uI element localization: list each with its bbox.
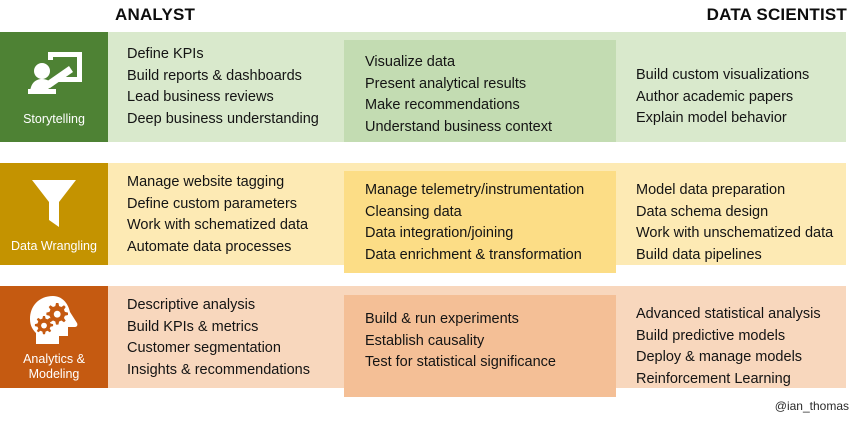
list-item: Cleansing data — [365, 203, 462, 220]
shared-panel-data-wrangling — [344, 171, 616, 273]
list-item: Insights & recommendations — [127, 361, 310, 378]
list-item: Deploy & manage models — [636, 349, 803, 365]
list-item: Build KPIs & metrics — [127, 318, 259, 335]
analyst-list-analytics-modeling: Descriptive analysis Build KPIs & metric… — [127, 295, 310, 381]
funnel-icon — [25, 175, 83, 229]
shared-list-analytics-modeling: Build & run experiments Establish causal… — [365, 309, 556, 374]
list-item: Build & run experiments — [365, 311, 519, 327]
row-data-wrangling: Data Wrangling Manage website tagging De… — [0, 163, 859, 273]
list-item: Descriptive analysis — [127, 297, 256, 313]
data-scientist-list-storytelling: Build custom visualizations Author acade… — [636, 65, 809, 130]
list-item: Understand business context — [365, 118, 552, 135]
list-item: Data integration/joining — [365, 225, 514, 241]
data-scientist-list-analytics-modeling: Advanced statistical analysis Build pred… — [636, 304, 821, 390]
list-item: Manage website tagging — [127, 174, 285, 190]
author-credit: @ian_thomas — [774, 399, 849, 413]
list-item: Customer segmentation — [127, 340, 281, 356]
list-item: Work with unschematized data — [636, 225, 834, 241]
list-item: Define custom parameters — [127, 195, 298, 212]
list-item: Establish causality — [365, 332, 485, 349]
list-item: Present analytical results — [365, 75, 527, 92]
list-item: Build predictive models — [636, 327, 786, 344]
category-tile-storytelling[interactable]: Storytelling — [0, 32, 108, 142]
list-item: Advanced statistical analysis — [636, 306, 821, 322]
list-item: Build custom visualizations — [636, 67, 810, 83]
list-item: Data enrichment & transformation — [365, 246, 582, 263]
category-label-storytelling: Storytelling — [23, 112, 85, 126]
list-item: Model data preparation — [636, 182, 786, 198]
list-item: Reinforcement Learning — [636, 370, 791, 387]
column-header-analyst: ANALYST — [115, 5, 196, 24]
shared-panel-storytelling — [344, 40, 616, 142]
category-tile-data-wrangling[interactable]: Data Wrangling — [0, 163, 108, 265]
list-item: Explain model behavior — [636, 110, 787, 126]
analyst-list-storytelling: Define KPIs Build reports & dashboards L… — [127, 44, 319, 130]
shared-list-data-wrangling: Manage telemetry/instrumentation Cleansi… — [365, 180, 584, 266]
presenter-board-icon — [22, 48, 86, 98]
list-item: Lead business reviews — [127, 89, 274, 105]
data-scientist-list-data-wrangling: Model data preparation Data schema desig… — [636, 180, 833, 266]
list-item: Test for statistical significance — [365, 354, 556, 370]
list-item: Author academic papers — [636, 88, 794, 105]
list-item: Make recommendations — [365, 97, 520, 113]
category-label-analytics-modeling: Analytics & Modeling — [23, 352, 85, 381]
category-label-data-wrangling: Data Wrangling — [11, 239, 97, 253]
shared-panel-analytics-modeling — [344, 295, 616, 397]
analyst-list-data-wrangling: Manage website tagging Define custom par… — [127, 172, 308, 258]
list-item: Deep business understanding — [127, 110, 319, 127]
row-analytics-modeling: Analytics & Modeling Descriptive analysi… — [0, 286, 859, 397]
head-with-gears-icon — [23, 294, 85, 346]
list-item: Automate data processes — [127, 238, 292, 255]
list-item: Build reports & dashboards — [127, 67, 302, 84]
list-item: Work with schematized data — [127, 217, 309, 233]
column-header-data-scientist: DATA SCIENTIST — [706, 5, 847, 24]
list-item: Manage telemetry/instrumentation — [365, 182, 585, 198]
list-item: Data schema design — [636, 203, 769, 220]
list-item: Define KPIs — [127, 46, 204, 62]
category-tile-analytics-modeling[interactable]: Analytics & Modeling — [0, 286, 108, 388]
row-storytelling: Storytelling Define KPIs Build reports &… — [0, 32, 859, 142]
shared-list-storytelling: Visualize data Present analytical result… — [365, 52, 552, 138]
list-item: Build data pipelines — [636, 246, 762, 263]
list-item: Visualize data — [365, 54, 456, 70]
